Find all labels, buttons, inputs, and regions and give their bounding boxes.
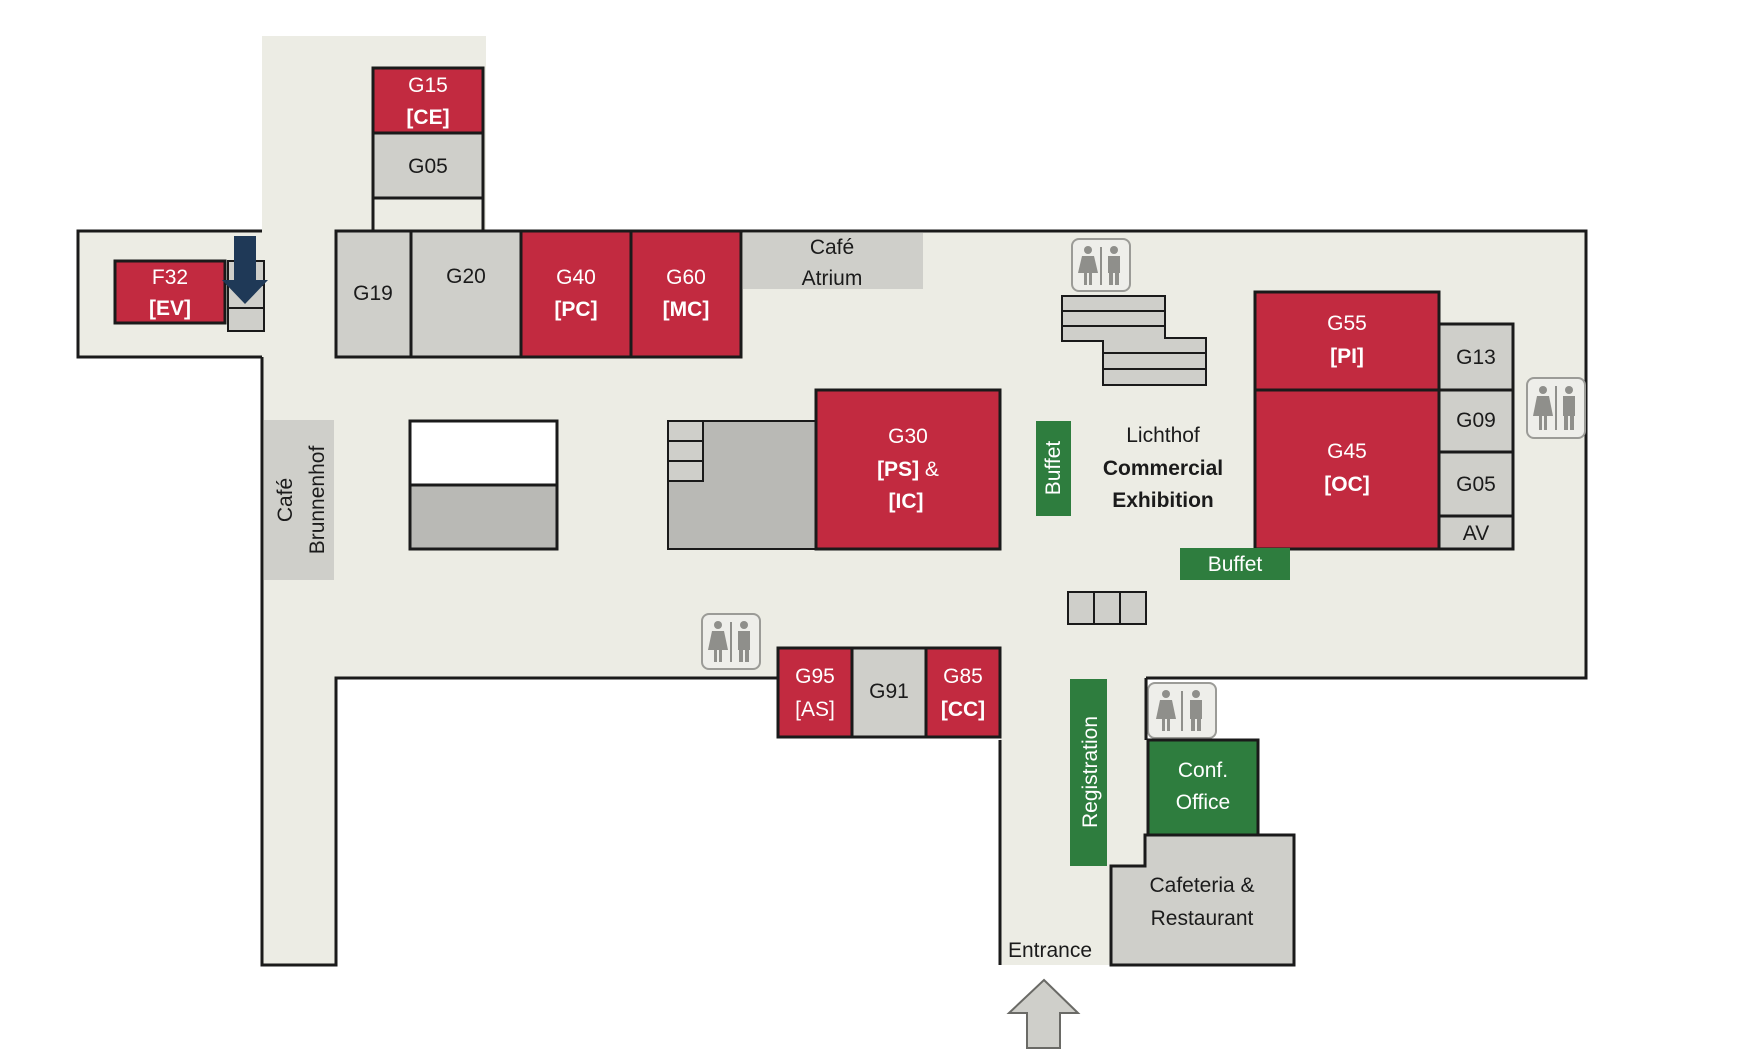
buffet-vertical-label: Buffet — [1042, 441, 1065, 496]
room-g91-name: G91 — [869, 680, 909, 703]
cafe-brunnenhof-line1: Café — [274, 478, 297, 522]
cafeteria-line1: Cafeteria & — [1149, 874, 1254, 897]
room-g45-code: [OC] — [1324, 473, 1370, 496]
room-g13[interactable]: G13 — [1437, 322, 1515, 392]
staircase-icon — [1061, 295, 1207, 386]
room-g20[interactable]: G20 — [409, 229, 523, 359]
restroom-icon — [1147, 682, 1217, 739]
room-g30-name: G30 — [888, 425, 928, 448]
area-registration[interactable]: Registration — [1070, 679, 1107, 866]
entrance[interactable]: Entrance — [1008, 939, 1092, 962]
room-g45-name: G45 — [1327, 440, 1367, 463]
room-g95-name: G95 — [795, 665, 835, 688]
room-g30[interactable]: G30 [PS] & [IC] — [814, 388, 1002, 551]
staircase-icon — [667, 420, 817, 550]
lichthof-title: Lichthof — [1126, 424, 1200, 447]
building-outline — [76, 229, 1588, 967]
room-g15-name: G15 — [408, 74, 448, 97]
area-cafe-atrium[interactable]: Café Atrium — [743, 233, 923, 290]
corridor — [1107, 679, 1145, 866]
room-g15[interactable]: G15 [CE] — [371, 66, 485, 135]
room-g60-code: [MC] — [663, 298, 710, 321]
room-g40-code: [PC] — [554, 298, 597, 321]
area-conf-office[interactable]: Conf. Office — [1146, 738, 1260, 837]
room-g20-name: G20 — [446, 265, 486, 288]
cafe-atrium-line2: Atrium — [802, 267, 863, 290]
entrance-label: Entrance — [1008, 939, 1092, 962]
room-f32[interactable]: F32 [EV] — [113, 259, 227, 325]
room-f32-code: [EV] — [149, 297, 191, 320]
room-g85[interactable]: G85 [CC] — [924, 646, 1002, 739]
room-g30-amp: & — [925, 458, 939, 481]
room-g05-right[interactable]: G05 — [1437, 450, 1515, 518]
room-g19[interactable]: G19 — [334, 229, 413, 359]
cafeteria-line2: Restaurant — [1151, 907, 1254, 930]
room-av[interactable]: AV — [1437, 514, 1515, 551]
room-g55-name: G55 — [1327, 312, 1367, 335]
room-g45[interactable]: G45 [OC] — [1253, 388, 1441, 551]
room-g19-name: G19 — [353, 282, 393, 305]
room-g05-top[interactable]: G05 — [371, 131, 485, 200]
room-g15-code: [CE] — [406, 106, 449, 129]
room-g91[interactable]: G91 — [850, 646, 928, 739]
conf-office-line2: Office — [1176, 791, 1230, 814]
staircase-icon — [1067, 591, 1147, 625]
room-g60[interactable]: G60 [MC] — [629, 229, 743, 359]
svg-text:[PS] &: [PS] & — [877, 458, 939, 481]
restroom-icon — [701, 613, 761, 670]
area-buffet-vertical[interactable]: Buffet — [1036, 421, 1071, 516]
registration-label: Registration — [1079, 716, 1102, 828]
area-lichthof[interactable]: Lichthof Commercial Exhibition — [1103, 424, 1223, 512]
restroom-icon — [1071, 238, 1131, 292]
room-g40-name: G40 — [556, 266, 596, 289]
room-g55-code: [PI] — [1330, 345, 1364, 368]
room-av-name: AV — [1463, 522, 1489, 545]
room-g40[interactable]: G40 [PC] — [519, 229, 633, 359]
conf-office-line1: Conf. — [1178, 759, 1228, 782]
area-cafeteria-restaurant[interactable]: Cafeteria & Restaurant — [1109, 833, 1296, 967]
room-g05-top-name: G05 — [408, 155, 448, 178]
room-g09-name: G09 — [1456, 409, 1496, 432]
room-g85-code: [CC] — [941, 698, 985, 721]
room-g95[interactable]: G95 [AS] — [776, 646, 854, 739]
room-g60-name: G60 — [666, 266, 706, 289]
room-g09[interactable]: G09 — [1437, 388, 1515, 454]
room-g85-name: G85 — [943, 665, 983, 688]
cafe-brunnenhof-line2: Brunnenhof — [306, 446, 329, 555]
lichthof-line3: Exhibition — [1112, 489, 1214, 512]
area-cafe-brunnenhof[interactable]: Café Brunnenhof — [264, 420, 334, 580]
room-g13-name: G13 — [1456, 346, 1496, 369]
room-f32-name: F32 — [152, 266, 188, 289]
restroom-icon — [1526, 377, 1586, 439]
room-g30-code-ps: [PS] — [877, 458, 919, 481]
cafe-atrium-line1: Café — [810, 236, 854, 259]
central-block — [408, 419, 559, 551]
room-g95-code: [AS] — [795, 698, 835, 721]
buffet-horizontal-label: Buffet — [1208, 553, 1263, 576]
entrance-arrow-icon — [1006, 978, 1081, 1049]
room-g05-right-name: G05 — [1456, 473, 1496, 496]
area-buffet-horizontal[interactable]: Buffet — [1180, 548, 1290, 580]
lichthof-line2: Commercial — [1103, 457, 1223, 480]
room-g30-code-ic: [IC] — [889, 490, 924, 513]
room-g55[interactable]: G55 [PI] — [1253, 290, 1441, 392]
down-arrow-icon — [222, 236, 268, 304]
stair-landing — [371, 196, 485, 233]
